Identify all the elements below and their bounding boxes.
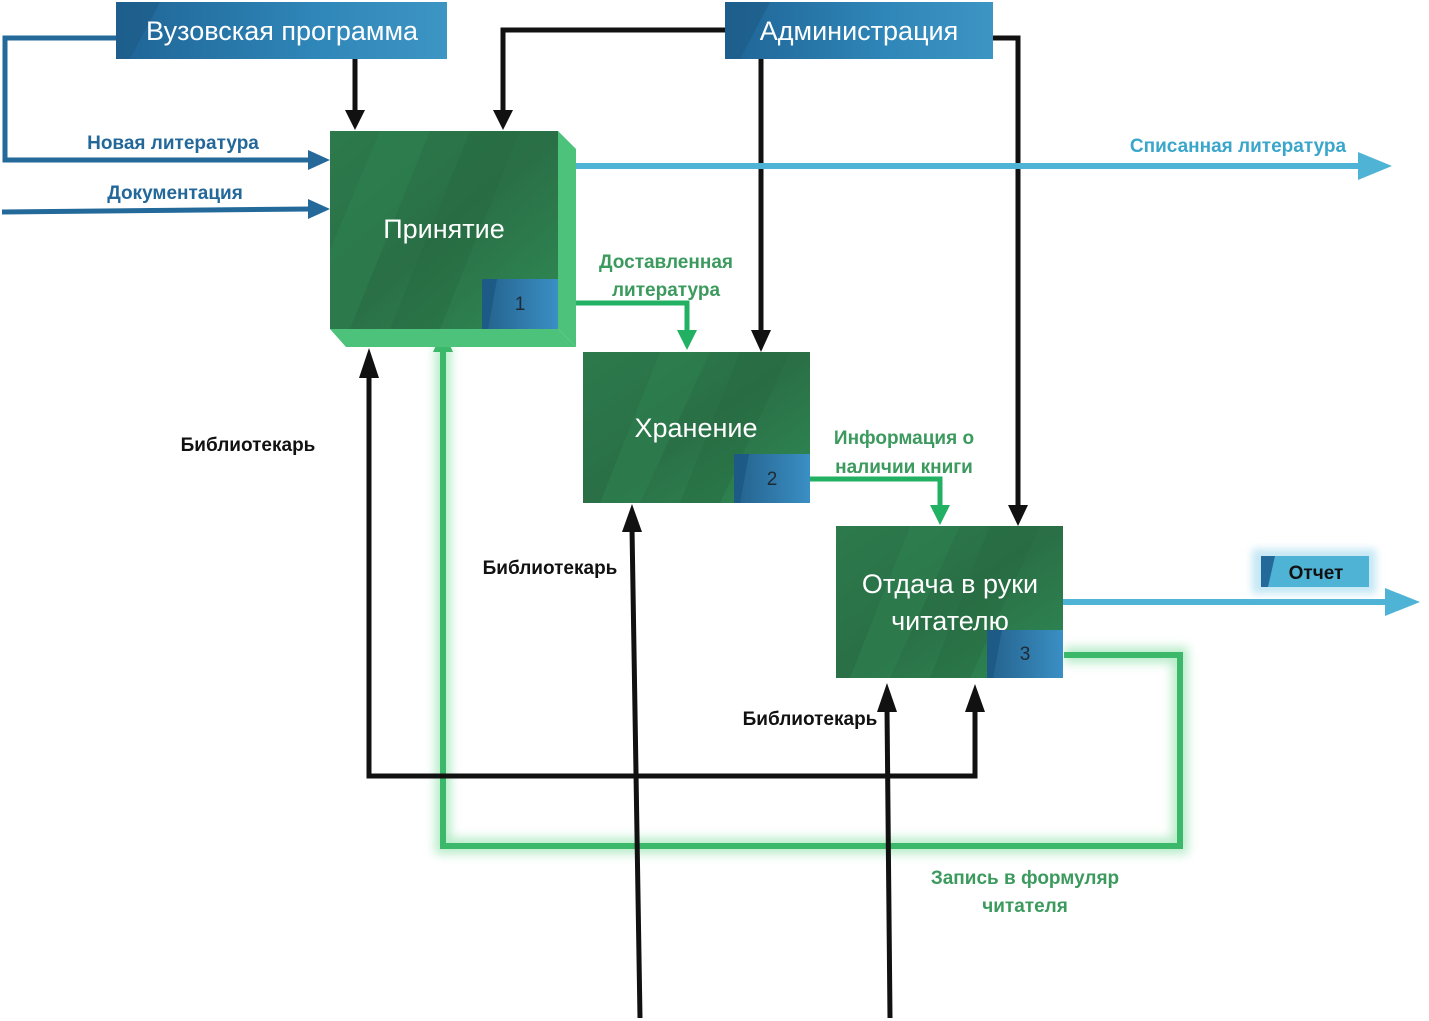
availability-label-line-2: наличии книги	[835, 457, 973, 478]
control-program-arrow	[345, 59, 365, 130]
librarian-label-3: Библиотекарь	[743, 709, 878, 730]
output-written-off-arrow: Списанная литература	[576, 136, 1392, 180]
mechanism-box1-arrow	[359, 348, 985, 779]
documentation-label: Документация	[107, 183, 243, 204]
administration-header-text: Администрация	[760, 16, 958, 46]
input-new-literature-arrow: Новая литература	[2, 35, 330, 170]
box-2-number: 2	[767, 469, 778, 490]
mechanism-box3-arrow	[877, 683, 897, 1019]
librarian-label-2: Библиотекарь	[483, 558, 618, 579]
mechanism-box2-arrow	[622, 504, 643, 1019]
control-admin-to-box2-arrow	[751, 59, 771, 352]
delivered-label-line-2: литература	[612, 280, 720, 301]
delivered-label-line-1: Доставленная	[599, 252, 733, 273]
control-admin-to-box1-arrow	[493, 27, 725, 130]
box-1-number: 1	[515, 294, 526, 315]
box-3-number: 3	[1020, 644, 1031, 665]
box-2-title: Хранение	[635, 413, 758, 443]
output-report-arrow: Отчет	[1063, 549, 1420, 616]
delivered-literature-arrow	[576, 300, 697, 350]
program-header-text: Вузовская программа	[146, 16, 419, 46]
administration-header: Администрация	[725, 2, 993, 59]
activity-box-2: Хранение 2	[583, 352, 810, 503]
formular-label-line-2: читателя	[982, 896, 1068, 917]
availability-info-arrow	[810, 476, 950, 525]
librarian-label-1: Библиотекарь	[181, 435, 316, 456]
report-label: Отчет	[1289, 563, 1344, 584]
formular-label-line-1: Запись в формуляр	[931, 868, 1119, 889]
box-3-title-line-1: Отдача в руки	[862, 569, 1038, 599]
input-documentation-arrow: Документация	[1, 183, 330, 219]
control-admin-to-box3-arrow	[993, 35, 1028, 526]
activity-box-3: Отдача в руки читателю 3	[836, 526, 1063, 678]
activity-box-1: Принятие 1	[330, 131, 576, 347]
new-literature-label: Новая литература	[87, 133, 259, 154]
program-header: Вузовская программа	[116, 2, 447, 59]
availability-label-line-1: Информация о	[834, 428, 974, 449]
written-off-label: Списанная литература	[1130, 136, 1347, 157]
box-1-title: Принятие	[383, 214, 505, 244]
